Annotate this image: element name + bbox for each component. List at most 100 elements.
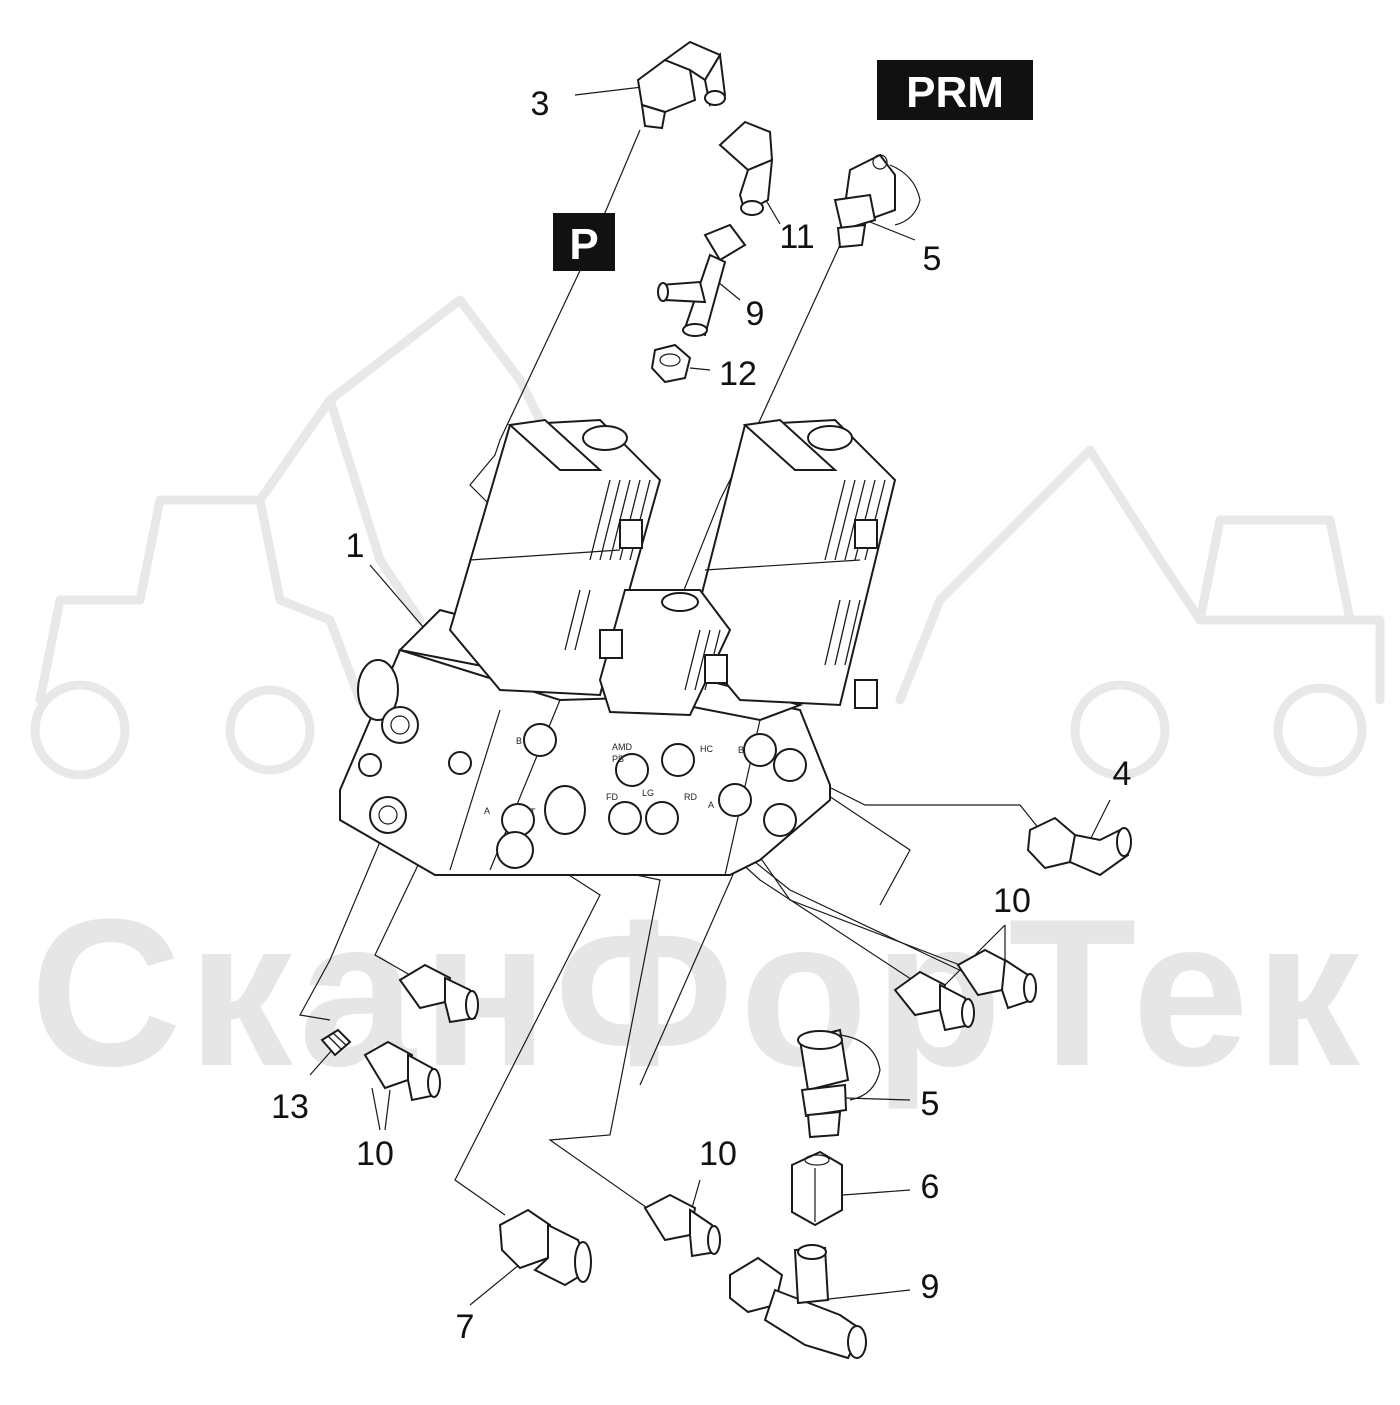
port-hc [661, 743, 695, 777]
bolt-2 [369, 796, 407, 834]
callout-11: 11 [779, 218, 814, 256]
part-10-adapter-right-a [893, 970, 975, 1032]
port-right-lower [763, 803, 797, 837]
watermark: СканФорТек [30, 295, 1385, 1110]
callout-1: 1 [346, 527, 365, 565]
callout-6: 6 [921, 1168, 940, 1206]
flow-line-9b [639, 869, 736, 1086]
watermark-tractor-left [30, 295, 565, 780]
bolt-4 [448, 751, 472, 775]
solenoid-coil-left-top [507, 418, 603, 471]
callout-5-top: 5 [923, 240, 942, 278]
connector-tab-5 [704, 654, 728, 684]
part-9-tee-fitting-bottom [729, 1244, 867, 1360]
callout-10-bottom: 10 [699, 1135, 737, 1173]
port-label-fd: FD [606, 792, 618, 802]
tag-prm-box [877, 60, 1033, 120]
bolt-3 [358, 753, 382, 777]
callout-13: 13 [271, 1088, 309, 1126]
flow-line-10l [374, 839, 431, 976]
solenoid-coil-middle-nut [661, 592, 699, 612]
part-13-plug [320, 1028, 352, 1057]
bolt-1 [381, 706, 419, 744]
leader-3 [574, 86, 643, 96]
port-label-lg: LG [642, 788, 654, 798]
callout-7: 7 [456, 1308, 475, 1346]
port-label-amd: AMD [612, 742, 633, 752]
port-right-extra [773, 748, 807, 782]
solenoid-coil-right-nut [807, 425, 853, 451]
port-label-t: T [530, 807, 536, 817]
part-10-adapter-left-b [363, 1040, 441, 1102]
part-9-tee-fitting-top [657, 223, 747, 337]
callout-4: 4 [1113, 755, 1132, 793]
flow-line-13 [299, 829, 386, 1021]
leader-6 [842, 1189, 911, 1196]
leader-7 [469, 1259, 526, 1306]
callout-10-left: 10 [356, 1135, 394, 1173]
connector-tab-4 [854, 679, 878, 709]
side-cap [357, 659, 399, 721]
port-label-right-a: A [708, 800, 714, 810]
port-label-pb: PB [612, 754, 624, 764]
solenoid-coil-middle [598, 589, 732, 717]
part-10-adapter-right-b [956, 948, 1037, 1010]
ports [496, 723, 807, 869]
leader-4 [1089, 799, 1111, 841]
part-7-adapter [498, 1208, 592, 1287]
tag-p: P [553, 213, 615, 271]
port-label-rd: RD [684, 792, 697, 802]
watermark-tractor-right [895, 445, 1385, 780]
port-right-a [718, 783, 752, 817]
solenoid-coil-left-seam [469, 549, 621, 561]
leader-10-left-a [371, 1087, 381, 1131]
port-fd [608, 801, 642, 835]
part-4-elbow-fitting [1026, 816, 1132, 877]
leader-10-left-b [384, 1089, 391, 1131]
connector-tab-2 [599, 629, 623, 659]
solenoid-coil-left-nut [582, 425, 628, 451]
leader-13 [309, 1049, 333, 1076]
callout-3: 3 [531, 85, 550, 123]
tag-prm-label: PRM [906, 68, 1004, 117]
port-label-hc: HC [700, 744, 713, 754]
part-3-elbow-fitting [636, 40, 727, 130]
port-lg [645, 801, 679, 835]
solenoid-coil-right-seam [704, 559, 861, 571]
port-right-b [743, 733, 777, 767]
leader-5-top [869, 221, 916, 241]
tag-p-box [553, 213, 615, 271]
part-10-adapter-left-a [398, 963, 479, 1024]
leader-12 [689, 367, 711, 371]
part-5-quick-coupler-top [833, 153, 921, 249]
port-left-b [523, 723, 557, 757]
port-label-left-a: A [484, 806, 490, 816]
leader-9-top [717, 281, 741, 301]
manifold-edge-left [449, 709, 501, 871]
connector-tab-3 [854, 519, 878, 549]
leader-9-bottom [819, 1289, 911, 1301]
callout-9-top: 9 [746, 295, 765, 333]
callout-9-bottom: 9 [921, 1268, 940, 1306]
callout-5-bottom: 5 [921, 1085, 940, 1123]
watermark-text: СканФорТек [30, 875, 1366, 1110]
part-10-adapter-bottom [643, 1193, 721, 1258]
callout-10-right: 10 [993, 882, 1031, 920]
callout-12: 12 [719, 355, 757, 393]
leader-1 [369, 564, 431, 636]
part-5-quick-coupler-bottom [797, 1028, 881, 1139]
tag-p-label: P [569, 220, 598, 269]
port-t [496, 831, 534, 869]
port-label-left-b: B [516, 736, 522, 746]
port-label-right-b: B [738, 745, 744, 755]
port-amd [615, 753, 649, 787]
part-6-coupling-nut [791, 1150, 843, 1227]
valve-assembly: B A T AMD PB HC FD LG RD B A [339, 418, 897, 876]
part-12-nut [650, 343, 692, 384]
callouts: 3 11 5 9 12 1 4 10 5 6 9 10 7 13 10 [271, 85, 1131, 1346]
port-pb [544, 785, 586, 835]
tag-prm: PRM [877, 60, 1033, 120]
solenoid-coil-right-top [742, 418, 838, 471]
